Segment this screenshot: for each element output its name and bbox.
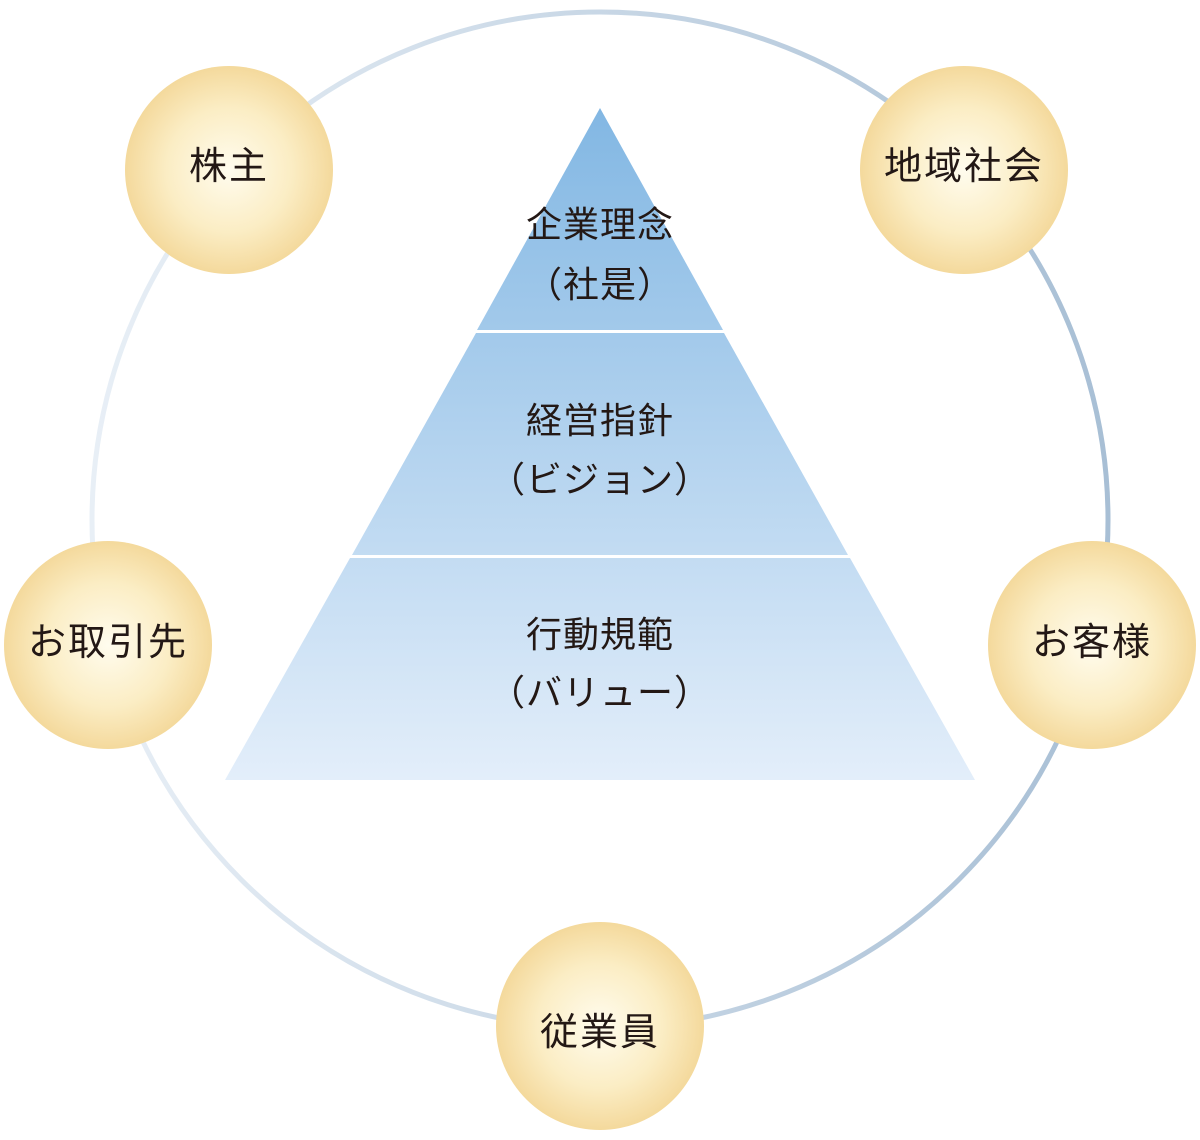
pyramid-tier-middle xyxy=(352,333,848,555)
node-customers xyxy=(988,541,1196,749)
pyramid-middle-title: 経営指針 xyxy=(525,401,675,442)
pyramid-top-subtitle: （社是） xyxy=(525,265,675,306)
node-employees xyxy=(496,922,704,1130)
node-partners xyxy=(4,541,212,749)
pyramid-middle-subtitle: （ビジョン） xyxy=(488,460,712,501)
stakeholder-label-customers: お客様 xyxy=(1031,620,1153,664)
pyramid-bottom-title: 行動規範 xyxy=(525,615,675,656)
node-community xyxy=(860,66,1068,274)
stakeholder-label-shareholders: 株主 xyxy=(188,144,270,188)
stakeholder-label-community: 地域社会 xyxy=(883,144,1045,188)
stakeholder-label-employees: 従業員 xyxy=(539,1010,661,1054)
pyramid-tier-bottom xyxy=(225,558,975,780)
stakeholder-label-partners: お取引先 xyxy=(27,620,189,664)
node-shareholders xyxy=(125,66,333,274)
pyramid-tier-top xyxy=(477,108,723,330)
pyramid-bottom-subtitle: （バリュー） xyxy=(488,673,712,714)
pyramid-top-title: 企業理念 xyxy=(525,205,675,246)
